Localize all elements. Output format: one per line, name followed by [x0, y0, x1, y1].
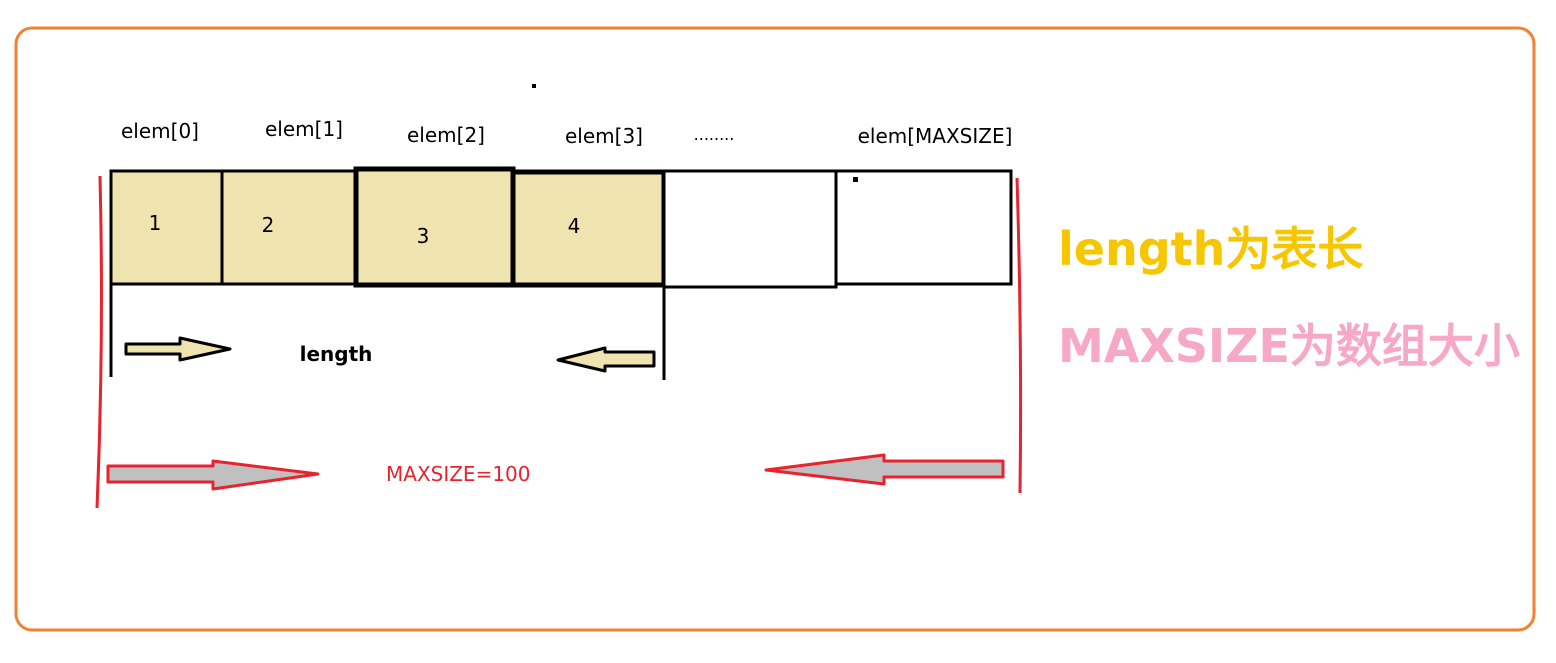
ellipsis-label: ........ [694, 125, 735, 144]
elem-label-1: elem[1] [265, 117, 343, 141]
elem-label-2: elem[2] [407, 123, 485, 147]
array-cell-5 [834, 169, 1013, 286]
maxsize-label: MAXSIZE=100 [386, 462, 531, 486]
legend-maxsize: MAXSIZE为数组大小 [1058, 319, 1520, 373]
stray-dot [853, 177, 858, 182]
maxsize-bracket-left [95, 175, 103, 509]
length-arrow-right [124, 336, 232, 362]
maxsize-arrow-left [764, 453, 1005, 486]
array-cell-3 [510, 169, 667, 288]
cell-value-2: 3 [417, 224, 430, 248]
cell-value-1: 2 [262, 213, 275, 237]
legend-length: length为表长 [1058, 222, 1363, 276]
length-arrow-left [556, 346, 656, 373]
maxsize-arrow-right [106, 459, 320, 491]
array-cell-1 [220, 169, 358, 286]
array-cell-4 [662, 169, 838, 289]
array-cell-2 [353, 166, 516, 288]
elem-label-3: elem[3] [565, 124, 643, 148]
array-cell-0 [109, 169, 224, 286]
elem-label-maxsize: elem[MAXSIZE] [858, 124, 1013, 148]
stray-dot [532, 84, 536, 88]
cell-value-3: 4 [568, 214, 581, 238]
cell-value-0: 1 [149, 211, 162, 235]
maxsize-bracket-right [1015, 177, 1023, 494]
elem-label-0: elem[0] [121, 119, 199, 143]
length-label: length [300, 342, 373, 366]
